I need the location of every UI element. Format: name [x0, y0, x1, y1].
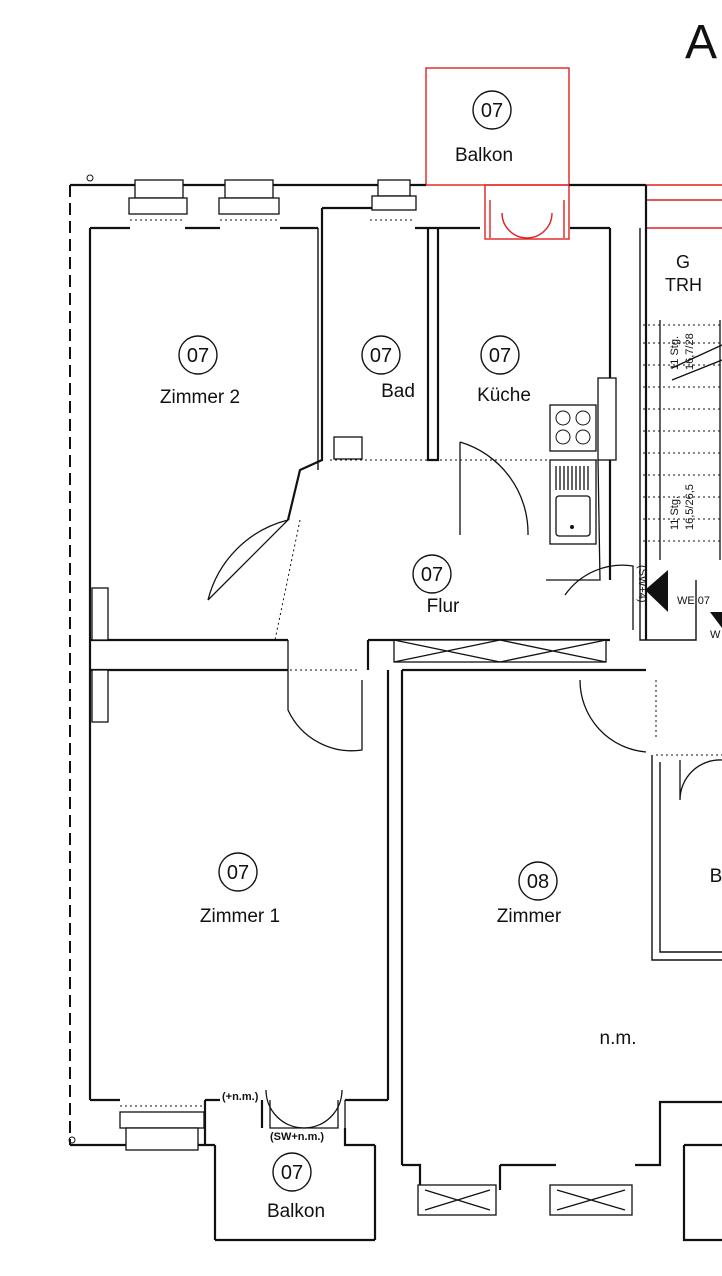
balcony-door-marker-top: (+n.m.) [222, 1091, 259, 1103]
room-name: Flur [427, 596, 460, 617]
room-flur: 07 Flur [412, 554, 460, 617]
stair-step-label-bottom: 11 Stg. [669, 496, 681, 530]
room-number: 07 [481, 100, 503, 122]
sw-door-marker: (SW+4) [636, 565, 648, 603]
balcony-door-marker-bottom: (SW+n.m.) [270, 1131, 324, 1143]
room-name: Zimmer 2 [160, 387, 240, 408]
windows [119, 179, 633, 1216]
corner-letter: A [685, 16, 717, 69]
thresholds [274, 459, 722, 756]
room-number: 08 [527, 871, 549, 893]
room-zimmer2: 07 Zimmer 2 [160, 335, 240, 408]
room-name: Zimmer [497, 906, 562, 927]
wall-fixtures [91, 436, 607, 723]
room-name: Balkon [455, 145, 513, 166]
doors [207, 441, 647, 1129]
top-balcony-outline [425, 67, 722, 240]
room-kueche: 07 Küche [477, 335, 531, 406]
room-zimmer1: 07 Zimmer 1 [200, 852, 280, 927]
stair-dims-bottom: 16,5/26,5 [684, 484, 696, 530]
room-number: 07 [227, 862, 249, 884]
room-number: 07 [489, 345, 511, 367]
stair-step-label-top: 11 Stg. [669, 336, 681, 370]
room-name: Bad [381, 381, 415, 402]
cut-room-label: B [710, 866, 722, 887]
room-number: 07 [281, 1162, 303, 1184]
room-zimmer-08: 08 Zimmer [497, 861, 562, 927]
room-name: Zimmer 1 [200, 906, 280, 927]
room-number: 07 [187, 345, 209, 367]
kitchen-appliances [546, 377, 617, 581]
room-name: Balkon [267, 1201, 325, 1222]
partial-room-right: B [651, 755, 722, 961]
interior-walls [90, 208, 722, 1242]
room-number: 07 [370, 345, 392, 367]
we-marker: WE 07 [677, 595, 710, 607]
stair-dims-top: 16,7/28 [684, 333, 696, 370]
not-measured-label: n.m. [600, 1028, 637, 1049]
outer-walls [70, 183, 648, 1242]
stairwell: 11 Stg. 16,7/28 11 Stg. 16,5/26,5 G TRH … [639, 228, 722, 641]
room-name: Küche [477, 385, 531, 406]
room-balkon-top: 07 Balkon [455, 90, 513, 166]
we-marker-cut: W [710, 629, 721, 641]
stair-code: G [676, 252, 690, 272]
room-balkon-bottom: 07 Balkon [267, 1152, 325, 1222]
room-number: 07 [421, 564, 443, 586]
room-bad: 07 Bad [361, 335, 415, 402]
stair-label: TRH [665, 275, 702, 295]
